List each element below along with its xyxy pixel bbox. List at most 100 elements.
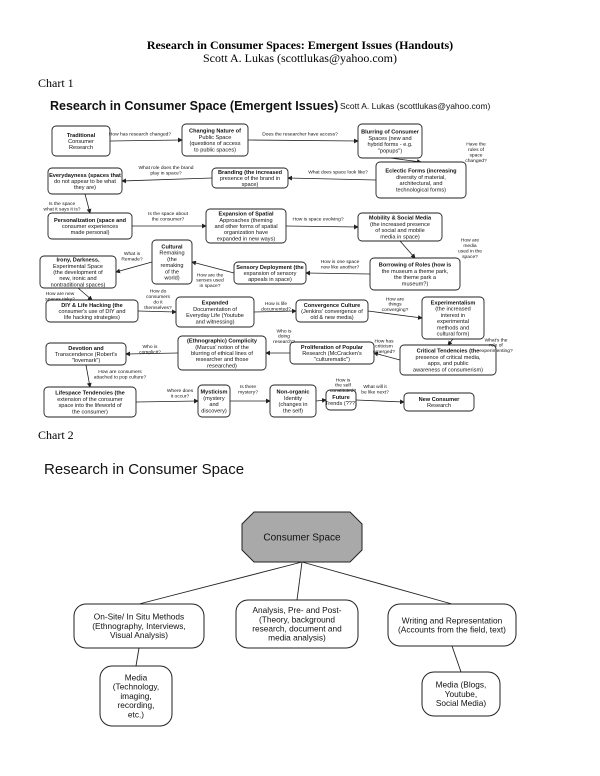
chart2-node-e: Media (Blogs,Youtube,Social Media) xyxy=(436,680,487,708)
chart1-node-n24-line: the self) xyxy=(283,408,303,414)
chart1-arrow-n25-n26 xyxy=(355,399,405,405)
chart1-node-box xyxy=(289,341,375,365)
chart1-question-q4-line: What does space look like? xyxy=(308,170,368,176)
chart1-node-n23-line: and xyxy=(209,402,218,408)
chart1-node-n22-line: space into the lifeworld of xyxy=(58,403,122,409)
chart1-node-n18-line: apps, and public xyxy=(428,361,469,367)
chart1-question-q25-line: be like next? xyxy=(361,389,389,395)
chart1-arrow-n4-n5 xyxy=(287,175,377,181)
chart1-node-n5-line: presence of the brand in xyxy=(220,176,280,182)
chart1-arrow-n18-n19 xyxy=(373,351,401,361)
chart1-question-q12-line: Remade? xyxy=(121,256,142,262)
chart1-node-n12-line: (the xyxy=(167,257,177,263)
chart2-edge-root-a xyxy=(138,561,303,605)
chart1-node-box xyxy=(325,389,357,411)
chart1-question-q6-line: what it says it is? xyxy=(44,206,81,212)
chart1-question-q7-line: Is the space about xyxy=(148,211,189,217)
chart1-arrow-n16-n17 xyxy=(367,310,423,320)
chart1-question-q3-line: changed? xyxy=(465,158,487,164)
chart1-node-n17-line: interest in xyxy=(441,313,465,319)
chart1-question-q16-line: things xyxy=(388,302,402,308)
chart1-node-n8-line: organization have xyxy=(224,230,268,236)
chart1-node-n23-line: discovery) xyxy=(201,408,227,414)
chart1-node-n20-line: (Marcus' notion of the xyxy=(195,345,249,351)
chart1-node-box xyxy=(51,125,111,157)
chart1-node-n12-line: remaking xyxy=(160,263,183,269)
document-author: Scott A. Lukas (scottlukas@yahoo.com) xyxy=(202,51,398,65)
chart1-node-n15-line: and witnessing) xyxy=(196,319,235,325)
chart2-node-d-line: etc.) xyxy=(128,709,144,719)
chart1-node-box xyxy=(369,257,461,291)
chart1-node-n6-line: do not appear to be what xyxy=(54,179,116,185)
chart1-arrow-n24-n25 xyxy=(315,398,327,403)
chart1-arrow-n12-n13 xyxy=(115,261,153,274)
chart2-node-e-line: Media (Blogs, xyxy=(436,680,487,690)
chart1-node-n17-line: Experimentalism xyxy=(431,301,476,307)
chart1-node-n4-line: diversity of material, xyxy=(396,175,446,181)
chart1-question-q22-line: Where does xyxy=(167,388,194,394)
chart2-node-root: Consumer Space xyxy=(263,533,341,544)
chart1-node-box xyxy=(175,296,255,328)
chart2-node-box xyxy=(387,603,517,647)
chart1-arrow-n14-n15 xyxy=(137,309,177,315)
chart2-node-d-line: (Technology, xyxy=(113,682,159,692)
chart-2-label: Chart 2 xyxy=(38,428,74,442)
chart2-node-box xyxy=(421,671,501,717)
chart1-node-n2-line: Changing Nature of xyxy=(189,129,241,135)
chart-2-heading: Research in Consumer Space xyxy=(44,461,245,478)
chart2-edge-a-d xyxy=(135,647,140,667)
chart1-node-n24-line: Non-organic xyxy=(277,390,310,396)
chart1-question-q16-line: converging? xyxy=(382,307,409,313)
chart1-arrow-n3-n4 xyxy=(389,157,422,164)
chart1-node-box xyxy=(43,386,137,418)
chart2-node-b-line: media analysis) xyxy=(268,633,326,643)
chart1-node-box xyxy=(197,384,231,418)
chart1-node-n3-line: "popups") xyxy=(378,148,402,154)
chart2-node-d-line: imaging, xyxy=(120,691,151,701)
chart1-node-n25-line: Trends (???) xyxy=(325,401,357,407)
chart1-question-q5-line: play in space? xyxy=(150,170,182,176)
chart1-arrow-n20-n21 xyxy=(125,351,179,357)
chart1-node-n4-line: Eclectic Forms (increasing xyxy=(385,169,457,175)
chart1-node-n8-line: Approaches (theming xyxy=(219,218,272,224)
chart1-node-n6-line: Everydayness (spaces that xyxy=(49,173,121,179)
chart2-edge-c-e xyxy=(451,645,462,673)
chart1-node-box xyxy=(421,296,485,340)
chart1-node-n9-line: of social and mobile xyxy=(375,228,424,234)
chart1-node-n10-line: Borrowing of Roles (how is xyxy=(379,263,451,269)
chart1-question-q2: Does the researcher have access? xyxy=(262,132,338,138)
chart1-question-q21-line: How are consumers xyxy=(98,369,142,375)
chart1-node-n9-line: Mobility & Social Media xyxy=(369,216,432,222)
chart2-node-b-line: research, document and xyxy=(252,624,342,634)
chart1-node-n14-line: consumer's use of DIY and xyxy=(59,309,126,315)
chart1-node-n13-line: Irony, Darkness, xyxy=(56,258,100,264)
chart1-question-q11-line: How are the xyxy=(197,272,224,278)
chart1-question-q11-line: in space? xyxy=(200,283,221,289)
chart-1-heading: Research in Consumer Space (Emergent Iss… xyxy=(50,99,339,113)
chart2-node-d-line: Media xyxy=(125,673,148,683)
chart2-node-b: Analysis, Pre- and Post-(Theory, backgro… xyxy=(252,605,342,643)
document-title: Research in Consumer Spaces: Emergent Is… xyxy=(146,38,454,52)
chart1-node-n22-line: extension of the consumer xyxy=(57,397,123,403)
chart2-node-d: Media(Technology,imaging,recording,etc.) xyxy=(113,673,159,720)
chart1-node-box xyxy=(375,161,467,199)
chart2-node-a-line: (Ethnography, Interviews, xyxy=(92,621,185,631)
chart1-question-q9-line: media xyxy=(463,243,477,249)
chart2-node-box xyxy=(235,599,359,649)
chart1-node-box xyxy=(151,239,193,285)
chart1-node-box xyxy=(357,123,423,159)
chart1-question-q3-line: Have the xyxy=(466,142,486,148)
